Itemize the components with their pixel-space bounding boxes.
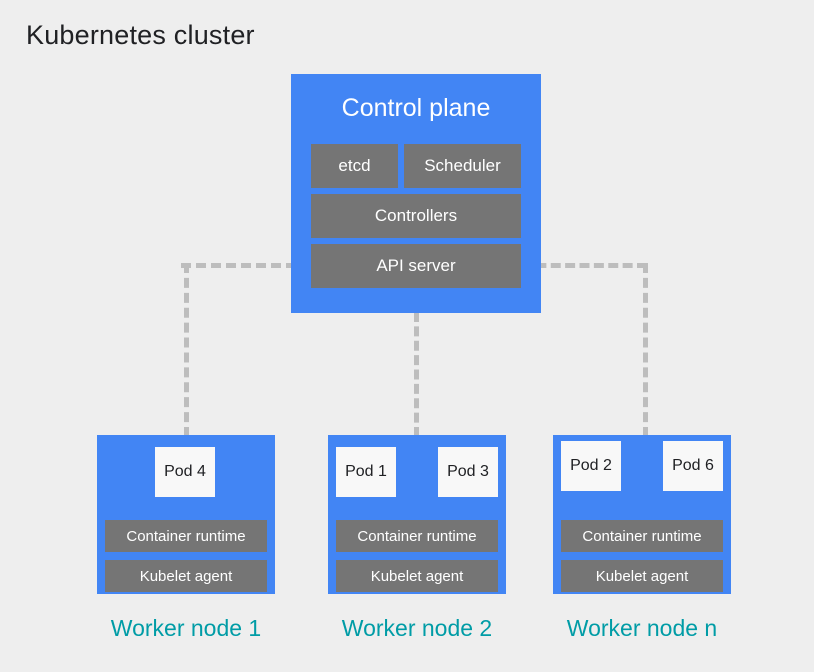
worker-node-1-container-runtime: Container runtime bbox=[105, 520, 267, 552]
connector-api-to-worker-1-vertical bbox=[184, 263, 189, 437]
worker-node-n-box: Pod 2 Pod 6 Container runtime Kubelet ag… bbox=[553, 435, 731, 594]
connector-api-to-worker-n-horizontal bbox=[522, 263, 647, 268]
control-plane-component-etcd: etcd bbox=[311, 144, 398, 188]
connector-api-to-worker-1-horizontal bbox=[181, 263, 311, 268]
worker-node-1-kubelet-agent: Kubelet agent bbox=[105, 560, 267, 592]
control-plane-component-api-server: API server bbox=[311, 244, 521, 288]
worker-node-1-label: Worker node 1 bbox=[110, 615, 262, 641]
worker-node-n-label: Worker node n bbox=[566, 615, 718, 641]
page-title: Kubernetes cluster bbox=[26, 20, 255, 50]
worker-node-2-box: Pod 1 Pod 3 Container runtime Kubelet ag… bbox=[328, 435, 506, 594]
connector-api-to-worker-2-vertical bbox=[414, 312, 419, 437]
control-plane-component-controllers: Controllers bbox=[311, 194, 521, 238]
pod-1: Pod 1 bbox=[336, 447, 396, 497]
pod-6: Pod 6 bbox=[663, 441, 723, 491]
control-plane-box: Control plane etcd Scheduler Controllers… bbox=[291, 74, 541, 313]
worker-node-2-kubelet-agent: Kubelet agent bbox=[336, 560, 498, 592]
worker-node-n-kubelet-agent: Kubelet agent bbox=[561, 560, 723, 592]
pod-4: Pod 4 bbox=[155, 447, 215, 497]
control-plane-component-scheduler: Scheduler bbox=[404, 144, 521, 188]
connector-api-to-worker-n-vertical bbox=[643, 263, 648, 437]
worker-node-n-container-runtime: Container runtime bbox=[561, 520, 723, 552]
worker-node-2-label: Worker node 2 bbox=[341, 615, 493, 641]
worker-node-2-container-runtime: Container runtime bbox=[336, 520, 498, 552]
pod-3: Pod 3 bbox=[438, 447, 498, 497]
control-plane-title: Control plane bbox=[341, 94, 491, 122]
worker-node-1-box: Pod 4 Container runtime Kubelet agent bbox=[97, 435, 275, 594]
pod-2: Pod 2 bbox=[561, 441, 621, 491]
